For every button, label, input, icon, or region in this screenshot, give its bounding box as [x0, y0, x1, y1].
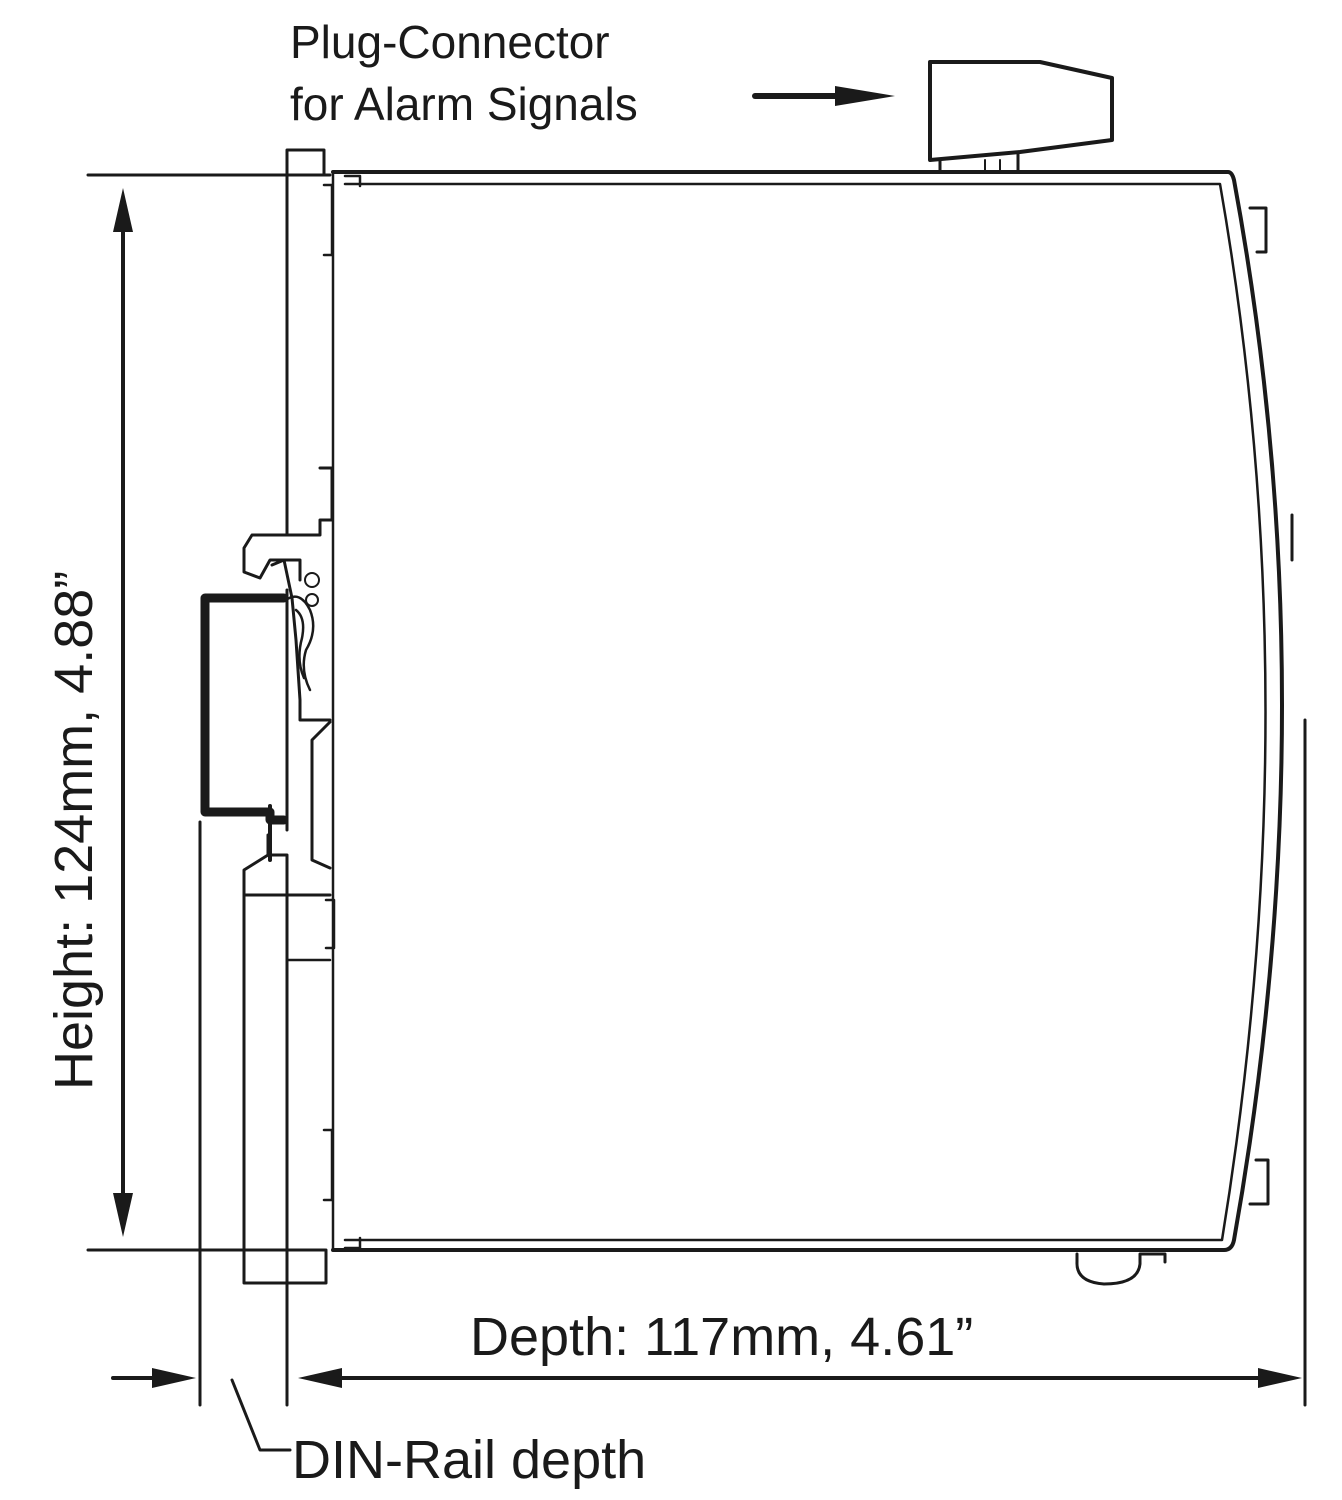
depth-label: Depth: 117mm, 4.61”: [470, 1307, 973, 1367]
housing-body: [331, 170, 1307, 1407]
din-rail-depth-label: DIN-Rail depth: [292, 1430, 646, 1490]
din-rail: [200, 593, 289, 862]
din-rail-leader-line: [230, 1378, 292, 1452]
din-rail-depth-arrow: [111, 1368, 196, 1388]
din-rail-clip: [242, 148, 336, 1285]
connector-label-line1: Plug-Connector: [290, 16, 610, 68]
depth-dimension-arrow: [298, 1368, 1302, 1388]
connector-label-line2: for Alarm Signals: [290, 78, 638, 130]
plug-connector: [928, 60, 1114, 174]
height-dimension-arrow: [113, 188, 133, 1237]
height-label: Height: 124mm, 4.88”: [44, 571, 104, 1090]
connector-callout-arrow: [752, 86, 895, 106]
